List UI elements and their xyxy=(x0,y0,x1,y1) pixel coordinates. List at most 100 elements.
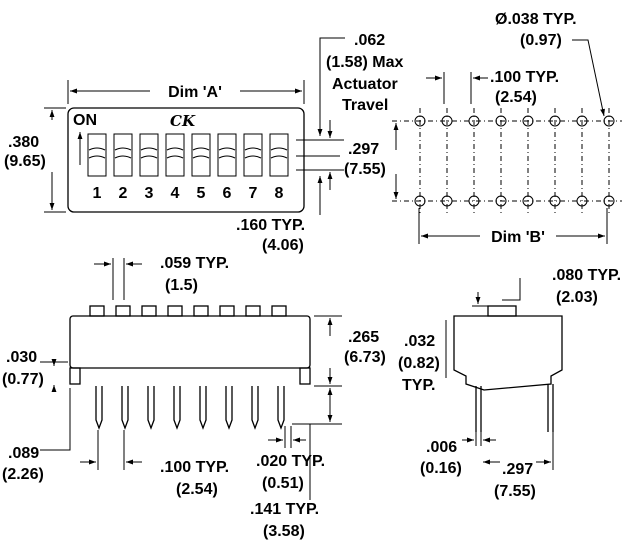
switch-number-label: 7 xyxy=(249,185,258,202)
switch-lever-edge xyxy=(244,155,262,159)
dim-b-label: Dim 'B' xyxy=(491,229,545,246)
ck-logo: CK xyxy=(170,112,196,130)
side-actuator xyxy=(219,305,235,317)
height-mm: (9.65) xyxy=(4,153,46,170)
side-pin xyxy=(251,386,259,430)
row-spacing-in: .297 xyxy=(502,461,533,478)
on-label: ON xyxy=(73,112,97,129)
side-pin xyxy=(147,386,155,430)
pin-offset-mm: (2.26) xyxy=(2,466,44,483)
pin-offset-in: .089 xyxy=(8,445,39,462)
travel-in: .062 xyxy=(354,32,385,49)
switch-lever xyxy=(270,147,288,151)
switch-lever xyxy=(88,147,106,151)
pin-len-in: .141 TYP. xyxy=(250,501,319,518)
body-height-mm: (6.73) xyxy=(344,349,386,366)
pin-width-mm: (0.51) xyxy=(262,475,304,492)
side-pin xyxy=(121,386,129,430)
side-pin xyxy=(95,386,103,430)
switch-slot xyxy=(139,133,159,177)
travel-line2: Actuator xyxy=(332,76,398,93)
switch-slot xyxy=(243,133,263,177)
standoff-left xyxy=(69,367,81,385)
side-actuator xyxy=(193,305,209,317)
travel-leader xyxy=(317,37,345,136)
hole-pattern xyxy=(414,108,615,214)
switch-number-label: 5 xyxy=(197,185,206,202)
end-view: .080 TYP. (2.03) .032 (0.82) TYP. .006 (… xyxy=(398,267,621,500)
switch-number-label: 2 xyxy=(119,185,128,202)
act-width-mm: (1.5) xyxy=(165,277,198,294)
switch-slots xyxy=(87,133,289,177)
switch-lever xyxy=(192,147,210,151)
switch-lever xyxy=(166,147,184,151)
end-act-h-in: .080 TYP. xyxy=(552,267,621,284)
side-actuator xyxy=(271,305,287,317)
switch-slot xyxy=(217,133,237,177)
height-in: .380 xyxy=(8,134,39,151)
switch-lever-edge xyxy=(166,155,184,159)
switch-lever-edge xyxy=(88,155,106,159)
dim-a-label: Dim 'A' xyxy=(168,84,222,101)
switch-lever xyxy=(140,147,158,151)
pin-offset-leader xyxy=(40,388,71,451)
side-pins xyxy=(95,386,285,430)
flange-typ: TYP. xyxy=(402,377,436,394)
side-actuator xyxy=(245,305,261,317)
pin-pitch-in: .100 TYP. xyxy=(160,459,229,476)
switch-lever xyxy=(244,147,262,151)
travel-mm: (1.58) Max xyxy=(326,54,403,71)
side-actuator xyxy=(167,305,183,317)
switch-number-label: 6 xyxy=(223,185,232,202)
side-pin xyxy=(199,386,207,430)
pitch-in: .160 TYP. xyxy=(236,217,305,234)
switch-number-label: 8 xyxy=(275,185,284,202)
switch-number-label: 1 xyxy=(93,185,102,202)
switch-slot xyxy=(113,133,133,177)
side-pin xyxy=(277,386,285,430)
actuator-in: .297 xyxy=(348,141,379,158)
standoff-in: .030 xyxy=(6,349,37,366)
switch-lever-edge xyxy=(140,155,158,159)
hole-diameter-in: Ø.038 TYP. xyxy=(495,11,577,28)
switch-slot xyxy=(269,133,289,177)
top-view-body xyxy=(67,107,305,213)
switch-lever-edge xyxy=(270,155,288,159)
standoff-mm: (0.77) xyxy=(2,371,44,388)
footprint-view: Ø.038 TYP. (0.97) .100 TYP. (2.54) Dim '… xyxy=(392,11,622,246)
act-width-in: .059 TYP. xyxy=(160,255,229,272)
pin-thickness-mm: (0.16) xyxy=(420,460,462,477)
switch-lever xyxy=(218,147,236,151)
endact-leader xyxy=(502,278,521,301)
pin-len-mm: (3.58) xyxy=(263,523,305,540)
pin-pitch-mm: (2.54) xyxy=(176,481,218,498)
switch-lever-edge xyxy=(192,155,210,159)
switch-number-label: 4 xyxy=(171,185,180,202)
switch-number-label: 3 xyxy=(145,185,154,202)
switch-slot xyxy=(191,133,211,177)
side-pin xyxy=(173,386,181,430)
hole-diameter-mm: (0.97) xyxy=(520,32,562,49)
side-actuator xyxy=(89,305,105,317)
fp-pitch-in: .100 TYP. xyxy=(490,69,559,86)
end-actuator xyxy=(487,305,517,317)
flange-mm: (0.82) xyxy=(398,355,440,372)
side-view: .059 TYP. (1.5) .265 (6.73) .141 TYP. (3… xyxy=(2,255,386,540)
switch-lever-edge xyxy=(114,155,132,159)
end-act-h-mm: (2.03) xyxy=(556,289,598,306)
side-pin xyxy=(225,386,233,430)
travel-line3: Travel xyxy=(342,97,388,114)
fp-pitch-mm: (2.54) xyxy=(495,89,537,106)
switch-slot xyxy=(87,133,107,177)
standoff-right xyxy=(299,367,311,385)
actuator-mm: (7.55) xyxy=(344,161,386,178)
pin-thickness-in: .006 xyxy=(426,439,457,456)
switch-slot xyxy=(165,133,185,177)
side-body xyxy=(69,315,311,369)
pitch-mm: (4.06) xyxy=(262,237,304,254)
switch-lever-edge xyxy=(218,155,236,159)
side-actuator xyxy=(141,305,157,317)
